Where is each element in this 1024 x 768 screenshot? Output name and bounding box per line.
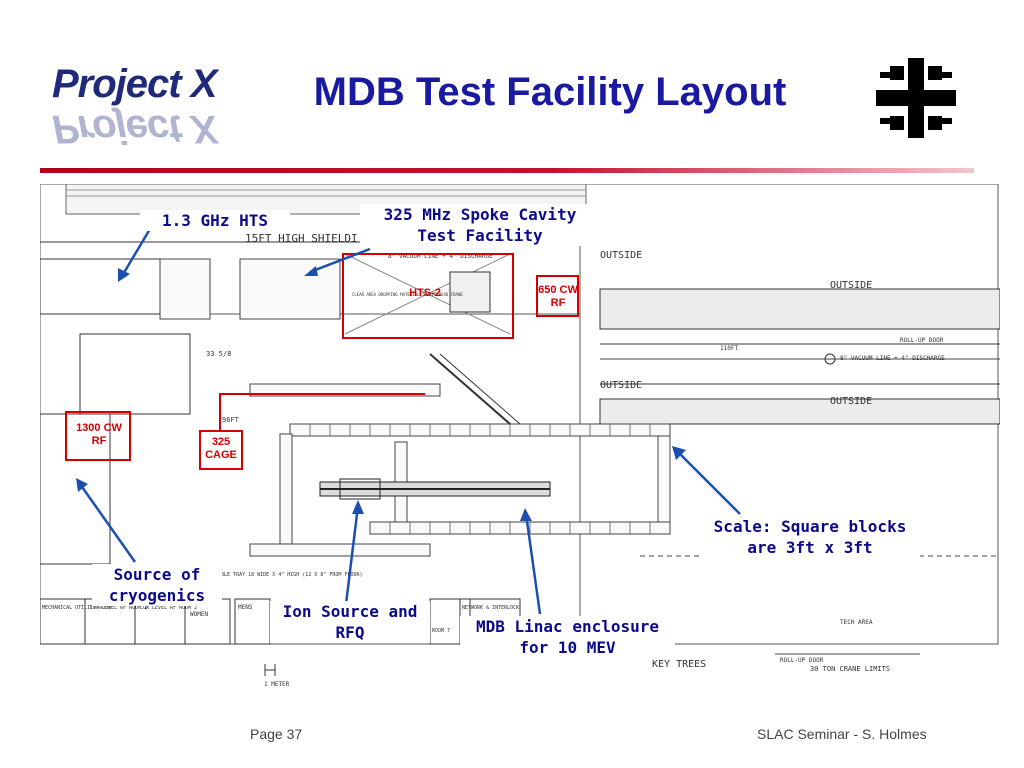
outside-label-1: OUTSIDE (600, 250, 642, 261)
vacuum-line-label-2: 8" VACUUM LINE + 4" DISCHARGE (840, 355, 945, 362)
project-x-logo-text: Project X (52, 62, 217, 106)
key-trees-label: KEY TREES (652, 659, 706, 670)
facility-layout-drawing: 15FT HIGH SHIELDI OUTSIDE OUTSIDE OUTSID… (40, 184, 1000, 688)
outside-label-3: OUTSIDE (600, 380, 642, 391)
fermilab-logo-icon (876, 58, 956, 138)
callout-ion-source: Ion Source and RFQ (270, 601, 430, 643)
roll-up-door-label-2: ROLL-UP DOOR (780, 657, 824, 664)
outside-label-2: OUTSIDE (830, 280, 872, 291)
rf-650-label: 650 CW RF (538, 284, 578, 309)
page-number: Page 37 (250, 726, 303, 742)
mens-label: MENS (238, 604, 253, 611)
dimension-96ft: 96FT (222, 416, 240, 424)
shield-label: 15FT HIGH SHIELDI (245, 232, 358, 245)
header-divider (40, 168, 974, 173)
arrow-linac (524, 513, 542, 615)
crane-limits-label: 30 TON CRANE LIMITS (810, 665, 890, 673)
callout-spoke-cavity: 325 MHz Spoke Cavity Test Facility (360, 204, 600, 246)
cage-325-label: 325 CAGE (205, 436, 237, 461)
callout-scale-note: Scale: Square blocks are 3ft x 3ft (700, 516, 920, 558)
rf-1300-box (65, 411, 131, 461)
network-label: NETWORK & INTERLOCK (462, 605, 519, 611)
arrow-scale-note (675, 449, 741, 515)
clear-area-label: CLEAR AREA DROPPING MATERIAL IN OVERHEAD… (352, 292, 463, 297)
project-x-logo: Project X Project X (52, 62, 232, 151)
dimension-33: 33 5/8 (206, 350, 231, 358)
tech-area-label: TECH AREA (840, 619, 873, 626)
mechanical-room-label: MECHANICAL UTILITY ROOM (42, 605, 111, 611)
project-x-logo-reflection: Project X (52, 107, 217, 151)
room-7-label: ROOM 7 (432, 628, 450, 634)
vacuum-line-label-1: 8" VACUUM LINE + 4" DISCHARGE (388, 253, 493, 260)
roll-up-door-label-1: ROLL-UP DOOR (900, 337, 944, 344)
arrow-spoke-cavity (309, 247, 371, 274)
page-title: MDB Test Facility Layout (313, 70, 787, 114)
callout-1p3ghz-hts: 1.3 GHz HTS (140, 210, 290, 231)
rf-1300-label: 1300 CW RF (76, 422, 122, 447)
outside-label-4: OUTSIDE (830, 396, 872, 407)
hts2-label: HTS-2 (409, 287, 441, 299)
one-meter-label: 1 METER (264, 681, 290, 688)
dimension-110ft: 110FT (720, 345, 738, 352)
callout-cryogenics: Source of cryogenics (92, 564, 222, 606)
arrow-cryogenics (78, 483, 137, 563)
cage-325-lead (219, 393, 425, 431)
callout-linac-enclosure: MDB Linac enclosure for 10 MEV (460, 616, 675, 658)
women-label: WOMEN (190, 611, 208, 618)
low-level-rf-1-label: LOW LEVEL RF ROOM 1 (90, 605, 147, 611)
footer-credit: SLAC Seminar - S. Holmes (757, 726, 927, 742)
arrow-hts-1p3 (120, 228, 152, 277)
low-level-rf-2-label: LOW LEVEL RF ROOM 2 (140, 605, 197, 611)
rf-650-box (536, 275, 579, 317)
arrow-ion-source (344, 505, 360, 605)
cable-tray-label: CABLE TRAY 18 WIDE X 4" HIGH (12 X 8" FR… (215, 572, 363, 578)
spoke-cavity-box (342, 253, 514, 339)
